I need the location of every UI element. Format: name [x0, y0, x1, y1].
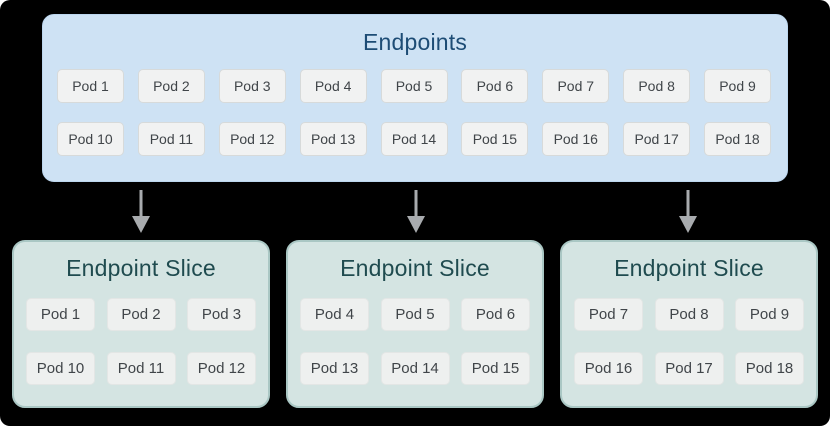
pod-chip: Pod 3	[187, 298, 256, 331]
slice-2-pod-row-2: Pod 13 Pod 14 Pod 15	[300, 352, 530, 385]
pod-chip: Pod 11	[137, 122, 205, 156]
pod-chip: Pod 14	[380, 352, 450, 385]
slice-2-pod-row-1: Pod 4 Pod 5 Pod 6	[300, 298, 530, 331]
down-arrow-icon	[679, 190, 697, 234]
arrow-head	[679, 216, 697, 233]
arrow-head	[407, 216, 425, 233]
pod-chip: Pod 12	[187, 352, 256, 385]
down-arrow-icon	[132, 190, 150, 234]
pod-chip: Pod 9	[735, 298, 804, 331]
pod-chip: Pod 15	[461, 122, 529, 156]
pod-chip: Pod 16	[542, 122, 610, 156]
pod-chip: Pod 5	[380, 298, 450, 331]
pod-chip: Pod 12	[218, 122, 286, 156]
pod-chip: Pod 5	[380, 69, 448, 103]
pod-chip: Pod 14	[380, 122, 448, 156]
slice-3-pod-row-1: Pod 7 Pod 8 Pod 9	[574, 298, 804, 331]
pod-chip: Pod 17	[623, 122, 691, 156]
arrow-head	[132, 216, 150, 233]
slice-3-pod-row-2: Pod 16 Pod 17 Pod 18	[574, 352, 804, 385]
slice-1-pod-row-2: Pod 10 Pod 11 Pod 12	[26, 352, 256, 385]
pod-chip: Pod 18	[704, 122, 771, 156]
pod-chip: Pod 2	[137, 69, 205, 103]
endpoints-title: Endpoints	[362, 29, 468, 55]
endpoints-box: Endpoints Pod 1 Pod 2 Pod 3 Pod 4 Pod 5 Pod 6…	[42, 14, 788, 182]
pod-chip: Pod 17	[654, 352, 724, 385]
pod-chip: Pod 7	[574, 298, 643, 331]
pod-chip: Pod 1	[57, 69, 124, 103]
endpoint-slice-title: Endpoint Slice	[614, 255, 764, 281]
pod-chip: Pod 1	[26, 298, 95, 331]
pod-chip: Pod 6	[461, 298, 530, 331]
pod-chip: Pod 4	[299, 69, 367, 103]
endpoint-slice-title: Endpoint Slice	[340, 255, 490, 281]
arrow-stem	[414, 190, 418, 217]
pod-chip: Pod 10	[57, 122, 124, 156]
pod-chip: Pod 3	[218, 69, 286, 103]
endpoints-pod-row-2: Pod 10 Pod 11 Pod 12 Pod 13 Pod 14 Pod 15 Pod …	[57, 122, 771, 156]
endpoints-pod-row-1: Pod 1 Pod 2 Pod 3 Pod 4 Pod 5 Pod 6 Pod 7 Pod 8…	[57, 69, 771, 103]
pod-chip: Pod 18	[735, 352, 804, 385]
pod-chip: Pod 15	[461, 352, 530, 385]
pod-chip: Pod 13	[300, 352, 369, 385]
pod-chip: Pod 11	[106, 352, 176, 385]
pod-chip: Pod 6	[461, 69, 529, 103]
pod-chip: Pod 4	[300, 298, 369, 331]
endpoint-slice-title: Endpoint Slice	[66, 255, 216, 281]
pod-chip: Pod 7	[542, 69, 610, 103]
pod-chip: Pod 16	[574, 352, 643, 385]
pod-chip: Pod 2	[106, 298, 176, 331]
down-arrow-icon	[407, 190, 425, 234]
slice-1-pod-row-1: Pod 1 Pod 2 Pod 3	[26, 298, 256, 331]
arrow-stem	[139, 190, 143, 217]
pod-chip: Pod 13	[299, 122, 367, 156]
arrow-stem	[686, 190, 690, 217]
pod-chip: Pod 9	[704, 69, 771, 103]
pod-chip: Pod 8	[654, 298, 724, 331]
pod-chip: Pod 8	[623, 69, 691, 103]
pod-chip: Pod 10	[26, 352, 95, 385]
